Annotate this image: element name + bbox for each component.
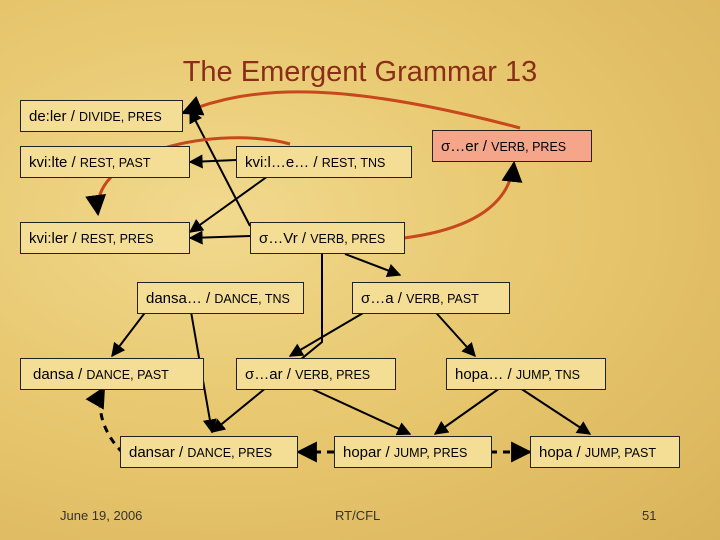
- node-gloss: VERB, PRES: [310, 232, 386, 246]
- node-sigmaer: σ…er / VERB, PRES: [432, 130, 592, 162]
- node-form: σ…ar /: [245, 366, 296, 383]
- edge-hopadots-hopar: [433, 387, 501, 435]
- node-gloss: DANCE, PRES: [187, 446, 273, 460]
- edge-sigmaVr-kviler: [188, 230, 251, 245]
- edge-kvile-kvilte: [188, 154, 237, 169]
- edge-sigmaa-hopadots: [429, 305, 476, 358]
- node-hopa-dots: hopa… / JUMP, TNS: [446, 358, 606, 390]
- node-form: σ…a /: [361, 290, 407, 307]
- edge-sigmaVr-sigmaa: [344, 253, 402, 278]
- node-gloss: VERB, PRES: [295, 368, 371, 382]
- node-gloss: REST, PAST: [79, 156, 151, 170]
- node-gloss: REST, TNS: [321, 156, 386, 170]
- node-form: σ…Vr /: [259, 230, 311, 247]
- node-gloss: JUMP, PRES: [393, 446, 468, 460]
- node-sigmaar: σ…ar / VERB, PRES: [236, 358, 396, 390]
- node-gloss: DANCE, PAST: [86, 368, 169, 382]
- node-form: kvi:lte /: [29, 154, 80, 171]
- edge-sigmaar-hopar: [309, 387, 412, 436]
- node-form: kvi:l…e… /: [245, 154, 322, 171]
- node-form: dansar /: [129, 444, 188, 461]
- node-form: σ…er /: [441, 138, 492, 155]
- node-form: hopa… /: [455, 366, 516, 383]
- node-deler: de:ler / DIVIDE, PRES: [20, 100, 183, 132]
- edge-red-deler-sigmaer: [181, 90, 521, 130]
- node-sigmaVr: σ…Vr / VERB, PRES: [250, 222, 405, 254]
- node-kvilte: kvi:lte / REST, PAST: [20, 146, 190, 178]
- node-kvile: kvi:l…e… / REST, TNS: [236, 146, 412, 178]
- node-form: dansa… /: [146, 290, 215, 307]
- node-gloss: DANCE, TNS: [214, 292, 290, 306]
- node-form: hopa /: [539, 444, 585, 461]
- slide-title: The Emergent Grammar 13: [182, 56, 538, 88]
- node-form: kvi:ler /: [29, 230, 81, 247]
- node-hopar: hopar / JUMP, PRES: [334, 436, 492, 468]
- node-kviler: kvi:ler / REST, PRES: [20, 222, 190, 254]
- edge-dansa-dansar-dashed: [85, 386, 124, 454]
- node-hopa: hopa / JUMP, PAST: [530, 436, 680, 468]
- node-gloss: JUMP, PAST: [584, 446, 656, 460]
- footer-center: RT/CFL: [335, 508, 381, 523]
- edge-kvile-kviler: [188, 175, 269, 233]
- node-gloss: VERB, PAST: [406, 292, 479, 306]
- node-dansa-dots: dansa… / DANCE, TNS: [137, 282, 304, 314]
- node-form: hopar /: [343, 444, 394, 461]
- node-form: de:ler /: [29, 108, 80, 125]
- footer-date: June 19, 2006: [60, 508, 143, 523]
- node-gloss: DIVIDE, PRES: [79, 110, 162, 124]
- node-sigmaa: σ…a / VERB, PAST: [352, 282, 510, 314]
- edge-red-sigmaVr-sigmaer: [403, 160, 523, 240]
- edge-dansadots-dansa: [111, 305, 151, 358]
- node-dansar: dansar / DANCE, PRES: [120, 436, 298, 468]
- node-dansa: dansa / DANCE, PAST: [20, 358, 204, 390]
- node-gloss: JUMP, TNS: [515, 368, 581, 382]
- page-number: 51: [642, 508, 657, 523]
- edge-hopadots-hopa: [519, 387, 592, 435]
- edge-sigmaVr-dansar: [210, 254, 323, 433]
- node-gloss: REST, PRES: [80, 232, 154, 246]
- edge-sigmaVr-deler: [189, 108, 251, 227]
- edge-sigmaa-sigmaar: [288, 305, 376, 357]
- node-form: dansa /: [33, 366, 87, 383]
- node-gloss: VERB, PRES: [491, 140, 567, 154]
